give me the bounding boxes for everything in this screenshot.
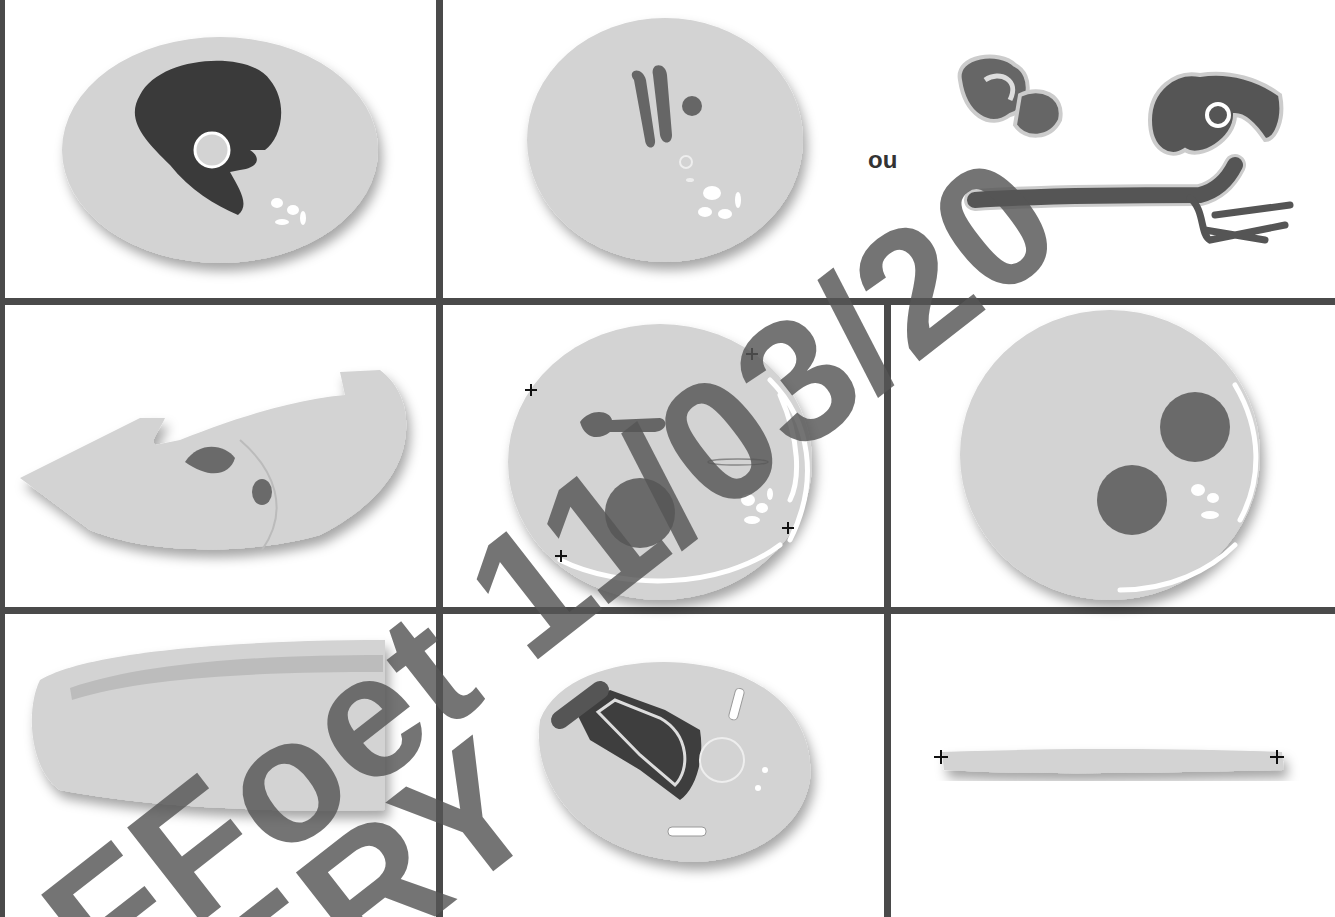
conjunction-text: ou xyxy=(868,146,897,174)
kidney-plane xyxy=(960,310,1260,600)
vessels-plane xyxy=(527,18,803,262)
heart-plane xyxy=(62,37,378,263)
femur-plane xyxy=(934,749,1284,773)
fetal-profile xyxy=(20,370,406,550)
head-plane xyxy=(539,662,810,862)
